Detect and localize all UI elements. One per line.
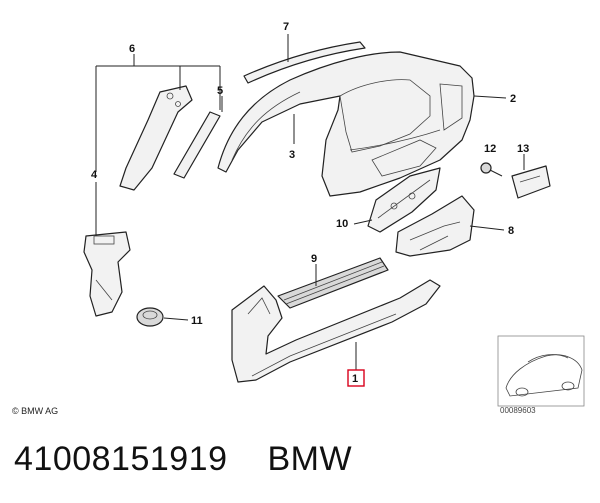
callout-2: 2 [510,93,516,105]
part-10-inner-bracket [367,167,441,233]
callout-7: 7 [283,21,289,33]
image-code: 00089603 [500,406,536,415]
part-11-grommet [136,307,164,327]
callout-5: 5 [217,85,223,97]
callout-labels: 7 6 5 2 3 4 12 13 10 8 9 11 1 [91,21,529,387]
parts-diagram: 7 6 5 2 3 4 12 13 10 8 9 11 1 [83,21,585,407]
car-thumbnail [497,335,585,407]
callout-12: 12 [484,143,496,155]
part-8-wheel-arch [395,195,475,257]
callout-1[interactable]: 1 [352,373,358,385]
brand-name: BMW [267,440,353,478]
part-7-roof-strip [243,41,366,84]
callout-13: 13 [517,143,529,155]
callout-3: 3 [289,149,295,161]
callout-11: 11 [191,315,203,327]
callout-1-highlight-box [347,369,365,387]
part-number: 41008151919 [14,440,228,478]
callout-8: 8 [508,225,514,237]
footer-caption: 41008151919 BMW [14,440,352,479]
part-12-screw [480,162,503,177]
part-1-side-sill [231,279,441,383]
callout-4: 4 [91,169,98,181]
callout-6: 6 [129,43,135,55]
part-9-sill-reinforcement [277,257,389,309]
part-5-trim-strip [173,111,221,179]
leader-lines [95,34,525,370]
copyright-notice: © BMW AG [12,406,59,416]
part-13-hinge [511,165,551,199]
callout-10: 10 [336,218,348,230]
part-6-b-pillar [119,85,193,191]
part-2-side-frame [217,51,475,197]
part-4-pillar-bracket [83,231,131,317]
callout-9: 9 [311,253,317,265]
